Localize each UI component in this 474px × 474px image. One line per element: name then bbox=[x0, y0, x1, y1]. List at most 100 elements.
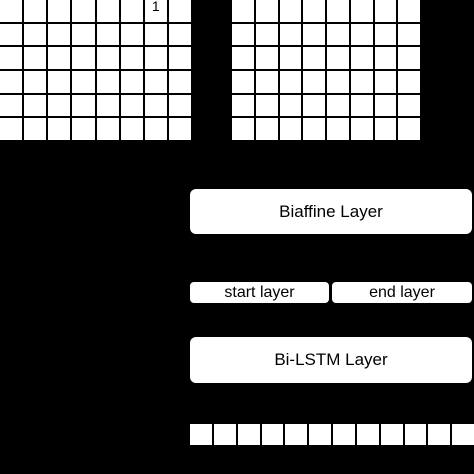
biaffine-layer-box: Biaffine Layer bbox=[190, 189, 472, 234]
matrix-cell bbox=[48, 0, 71, 22]
matrix-cell bbox=[398, 23, 420, 46]
matrix-cell bbox=[0, 94, 23, 117]
matrix-cell bbox=[168, 94, 191, 117]
matrix-cell bbox=[374, 23, 397, 46]
matrix-cell bbox=[232, 94, 254, 117]
matrix-cell bbox=[168, 23, 191, 46]
matrix-cell bbox=[398, 47, 420, 69]
matrix-cell bbox=[374, 94, 397, 117]
matrix-cell bbox=[255, 70, 278, 93]
input-token-cell bbox=[452, 424, 474, 445]
matrix-cell bbox=[374, 118, 397, 140]
matrix-cell bbox=[168, 118, 191, 140]
matrix-cell bbox=[255, 118, 278, 140]
matrix-cell bbox=[374, 47, 397, 69]
matrix-cell bbox=[72, 70, 95, 93]
span-score-matrix-left: 1 bbox=[0, 0, 191, 140]
input-token-cell bbox=[333, 424, 355, 445]
bilstm-layer-box: Bi-LSTM Layer bbox=[190, 337, 472, 383]
matrix-cell bbox=[0, 118, 23, 140]
end-layer-label: end layer bbox=[369, 283, 435, 301]
matrix-cell bbox=[374, 0, 397, 22]
matrix-cell bbox=[120, 118, 143, 140]
bilstm-layer-label: Bi-LSTM Layer bbox=[274, 350, 388, 369]
input-token-cell bbox=[190, 424, 212, 445]
matrix-cell bbox=[168, 70, 191, 93]
matrix-cell bbox=[48, 70, 71, 93]
input-token-cell bbox=[380, 424, 403, 445]
matrix-cell bbox=[72, 118, 95, 140]
matrix-cell bbox=[168, 47, 191, 69]
matrix-cell bbox=[327, 94, 349, 117]
matrix-cell bbox=[398, 0, 420, 22]
matrix-cell bbox=[350, 94, 373, 117]
matrix-cell bbox=[255, 23, 278, 46]
matrix-cell bbox=[96, 94, 119, 117]
matrix-cell bbox=[350, 70, 373, 93]
matrix-cell bbox=[120, 94, 143, 117]
matrix-cell bbox=[72, 23, 95, 46]
matrix-cell bbox=[48, 47, 71, 69]
matrix-cell bbox=[374, 70, 397, 93]
matrix-cell bbox=[303, 118, 325, 140]
matrix-cell bbox=[279, 118, 302, 140]
start-layer-box: start layer bbox=[190, 282, 329, 303]
matrix-cell bbox=[255, 0, 278, 22]
matrix-cell bbox=[279, 47, 302, 69]
matrix-cell bbox=[327, 0, 349, 22]
matrix-cell bbox=[96, 70, 119, 93]
input-token-cell bbox=[285, 424, 308, 445]
matrix-cell bbox=[24, 47, 47, 69]
matrix-cell bbox=[120, 0, 143, 22]
matrix-cell bbox=[48, 118, 71, 140]
matrix-cell bbox=[303, 47, 325, 69]
span-score-matrix-right bbox=[232, 0, 420, 140]
matrix-cell bbox=[327, 70, 349, 93]
input-token-cell bbox=[237, 424, 260, 445]
matrix-cell bbox=[168, 0, 191, 22]
matrix-cell bbox=[144, 47, 167, 69]
input-token-cell bbox=[309, 424, 331, 445]
matrix-cell bbox=[279, 0, 302, 22]
matrix-cell bbox=[96, 23, 119, 46]
matrix-cell bbox=[327, 47, 349, 69]
matrix-cell bbox=[96, 118, 119, 140]
matrix-cell bbox=[303, 23, 325, 46]
matrix-cell bbox=[120, 23, 143, 46]
matrix-cell bbox=[0, 70, 23, 93]
matrix-cell bbox=[144, 118, 167, 140]
matrix-cell bbox=[327, 118, 349, 140]
matrix-cell bbox=[303, 70, 325, 93]
matrix-cell bbox=[398, 118, 420, 140]
matrix-cell bbox=[350, 47, 373, 69]
matrix-cell bbox=[96, 0, 119, 22]
matrix-cell bbox=[144, 94, 167, 117]
matrix-cell bbox=[232, 0, 254, 22]
matrix-cell bbox=[72, 47, 95, 69]
matrix-cell bbox=[279, 70, 302, 93]
matrix-cell bbox=[144, 23, 167, 46]
matrix-cell bbox=[350, 0, 373, 22]
matrix-cell bbox=[398, 70, 420, 93]
input-token-cell bbox=[428, 424, 451, 445]
matrix-cell bbox=[398, 94, 420, 117]
matrix-cell bbox=[279, 23, 302, 46]
matrix-cell bbox=[0, 47, 23, 69]
matrix-cell bbox=[48, 94, 71, 117]
matrix-cell bbox=[232, 118, 254, 140]
matrix-cell bbox=[24, 70, 47, 93]
matrix-cell bbox=[120, 70, 143, 93]
matrix-cell bbox=[232, 47, 254, 69]
input-token-row bbox=[190, 424, 474, 445]
matrix-cell bbox=[303, 0, 325, 22]
input-token-cell bbox=[356, 424, 379, 445]
matrix-cell bbox=[255, 47, 278, 69]
matrix-cell bbox=[24, 94, 47, 117]
matrix-cell bbox=[279, 94, 302, 117]
matrix-cell bbox=[24, 23, 47, 46]
matrix-cell bbox=[24, 118, 47, 140]
matrix-cell bbox=[96, 47, 119, 69]
end-layer-box: end layer bbox=[332, 282, 472, 303]
matrix-cell bbox=[0, 23, 23, 46]
